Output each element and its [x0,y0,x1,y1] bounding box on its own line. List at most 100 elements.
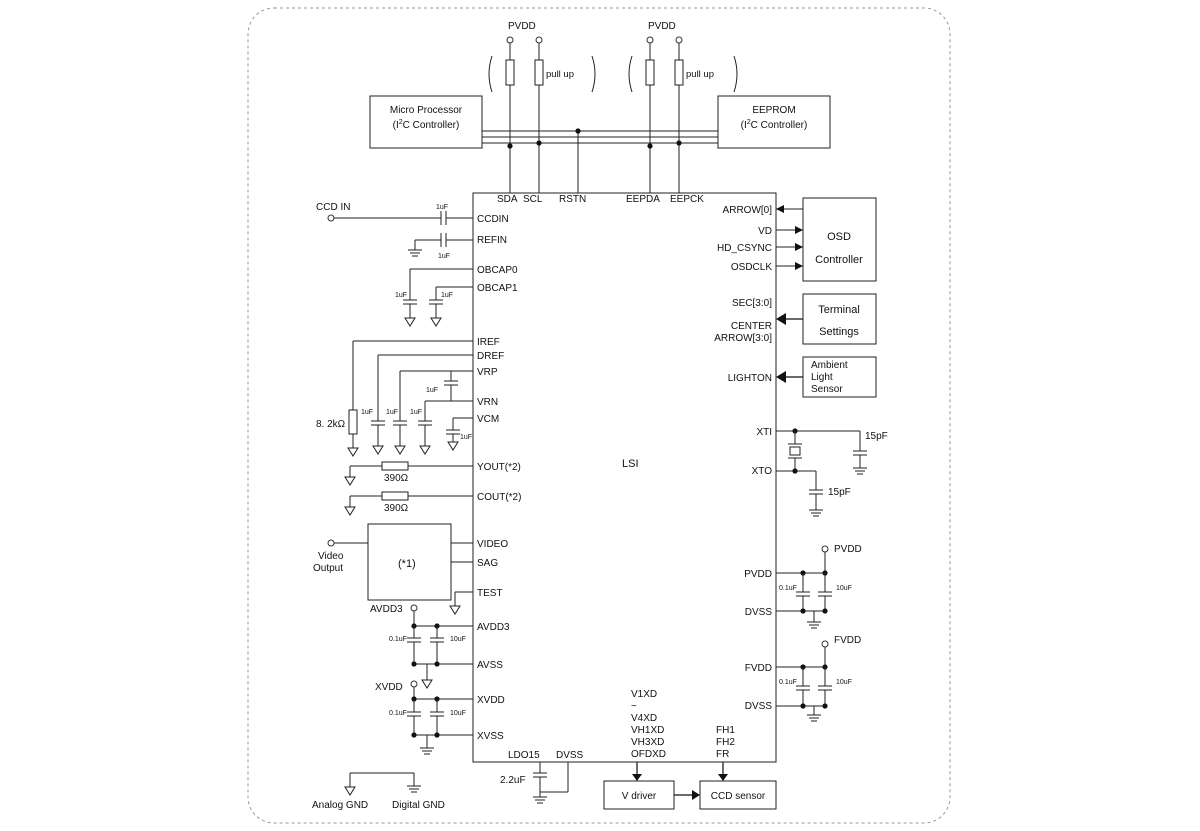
pin-xti: XTI [756,427,772,438]
pullup-left: PVDD pull up [488,21,596,193]
osd-controller-block [802,197,877,282]
osd-label-1: OSD [827,231,851,243]
pin-hd-csync: HD_CSYNC [717,243,772,254]
f-signal-3: FR [716,749,729,760]
pvdd-rail-label: PVDD [834,544,862,555]
ccd-sensor-block [699,780,777,810]
cap-vrp-value: 1uF [386,409,398,416]
pin-xto: XTO [752,466,773,477]
refin-net: 1uF [408,233,473,260]
pin-xvdd: XVDD [477,695,505,706]
pin-lighton: LIGHTON [728,373,772,384]
cap-xvdd-10-value: 10uF [450,710,466,717]
res-cout-value: 390Ω [384,503,409,514]
i2c-bus [482,128,718,193]
cap-fvdd-01-value: 0.1uF [779,679,797,686]
micro-processor-block [369,95,483,149]
terminal-label-1: Terminal [818,304,860,316]
pin-obcap0: OBCAP0 [477,265,518,276]
pin-dref: DREF [477,351,504,362]
pin-refin: REFIN [477,235,507,246]
pin-scl: SCL [523,194,543,205]
cap-ccdin-value: 1uF [436,204,448,211]
pin-dvss-2: DVSS [745,701,773,712]
pin-pvdd: PVDD [744,569,772,580]
cap-vcm-value: 1uF [460,434,472,441]
pin-center: CENTER [731,321,772,332]
v-signal-1: V1XD [631,689,657,700]
pin-avdd3: AVDD3 [477,622,510,633]
pullup-right: PVDD pull up [628,21,738,193]
pin-obcap1: OBCAP1 [477,283,518,294]
cap-dref-value: 1uF [361,409,373,416]
pin-rstn: RSTN [559,194,586,205]
xvdd-rail-label: XVDD [375,682,403,693]
cap-avdd3-01-value: 0.1uF [389,636,407,643]
ambient-label-3: Sensor [811,384,843,395]
xvdd-net: XVDD 0.1uF 10uF [375,680,473,755]
v-driver-label: V driver [622,791,657,802]
ccd-in-label: CCD IN [316,202,350,213]
obcap-net: 1uF 1uF [395,268,473,327]
pin-video: VIDEO [477,539,508,550]
pin-fvdd: FVDD [745,663,772,674]
pin-sag: SAG [477,558,498,569]
v-signal-5: VH3XD [631,737,664,748]
micro-processor-subtitle: (I2C Controller) [393,119,460,131]
avdd3-net: AVDD3 0.1uF 10uF [370,604,473,689]
digital-gnd-label: Digital GND [392,800,445,811]
terminal-label-2: Settings [819,326,859,338]
outer-frame [247,7,951,824]
fvdd-net: FVDD 0.1uF 10uF [776,635,861,722]
pin-iref: IREF [477,337,500,348]
video-output-label-2: Output [313,563,343,574]
pin-sda: SDA [497,194,518,205]
pin-ccdin: CCDIN [477,214,509,225]
pin-osdclk: OSDCLK [731,262,772,273]
res-yout-value: 390Ω [384,473,409,484]
v-signal-list: V1XD ~ V4XD VH1XD VH3XD OFDXD [631,689,666,760]
ccd-in-net: CCD IN 1uF [316,202,473,225]
cap-pvdd-10-value: 10uF [836,585,852,592]
cap-refin-value: 1uF [438,253,450,260]
eeprom-title: EEPROM [752,105,795,116]
terminal-settings-block [802,293,877,345]
pin-arrow30: ARROW[3:0] [714,333,772,344]
avdd3-rail-label: AVDD3 [370,604,403,615]
cap-vrp-vrn-value: 1uF [426,387,438,394]
pin-vrp: VRP [477,367,498,378]
pullup-right-label: pull up [686,69,714,80]
pin-arrow0: ARROW[0] [723,205,773,216]
eeprom-subtitle: (I2C Controller) [741,119,808,131]
pin-cout: COUT(*2) [477,492,521,503]
eeprom-block [717,95,831,149]
yout-net: 390Ω [344,461,473,486]
pin-xvss: XVSS [477,731,504,742]
lsi-chip [472,192,777,763]
cap-avdd3-10-value: 10uF [450,636,466,643]
fvdd-rail-label: FVDD [834,635,861,646]
pin-avss: AVSS [477,660,503,671]
pvdd-right-net: PVDD 0.1uF 10uF [776,544,862,629]
pvdd-right-label: PVDD [648,21,676,32]
res-82k-label: 8. 2kΩ [316,419,346,430]
f-signal-1: FH1 [716,725,735,736]
v-driver-block [603,780,675,810]
cout-net: 390Ω [344,491,473,516]
video-block-label: (*1) [398,558,416,570]
pin-test: TEST [477,588,503,599]
ccd-sensor-label: CCD sensor [711,791,766,802]
pin-eepda: EEPDA [626,194,660,205]
pin-yout: YOUT(*2) [477,462,521,473]
pin-vrn: VRN [477,397,498,408]
cap-xvdd-01-value: 0.1uF [389,710,407,717]
v-signal-3: V4XD [631,713,657,724]
pin-sec: SEC[3:0] [732,298,772,309]
pin-ldo15: LDO15 [508,750,540,761]
cap-obcap0-value: 1uF [395,292,407,299]
cap-fvdd-10-value: 10uF [836,679,852,686]
pin-eepck: EEPCK [670,194,704,205]
reference-net: 8. 2kΩ 1uF 1uF 1uF 1uF 1uF [316,340,473,457]
v-signal-6: OFDXD [631,749,666,760]
